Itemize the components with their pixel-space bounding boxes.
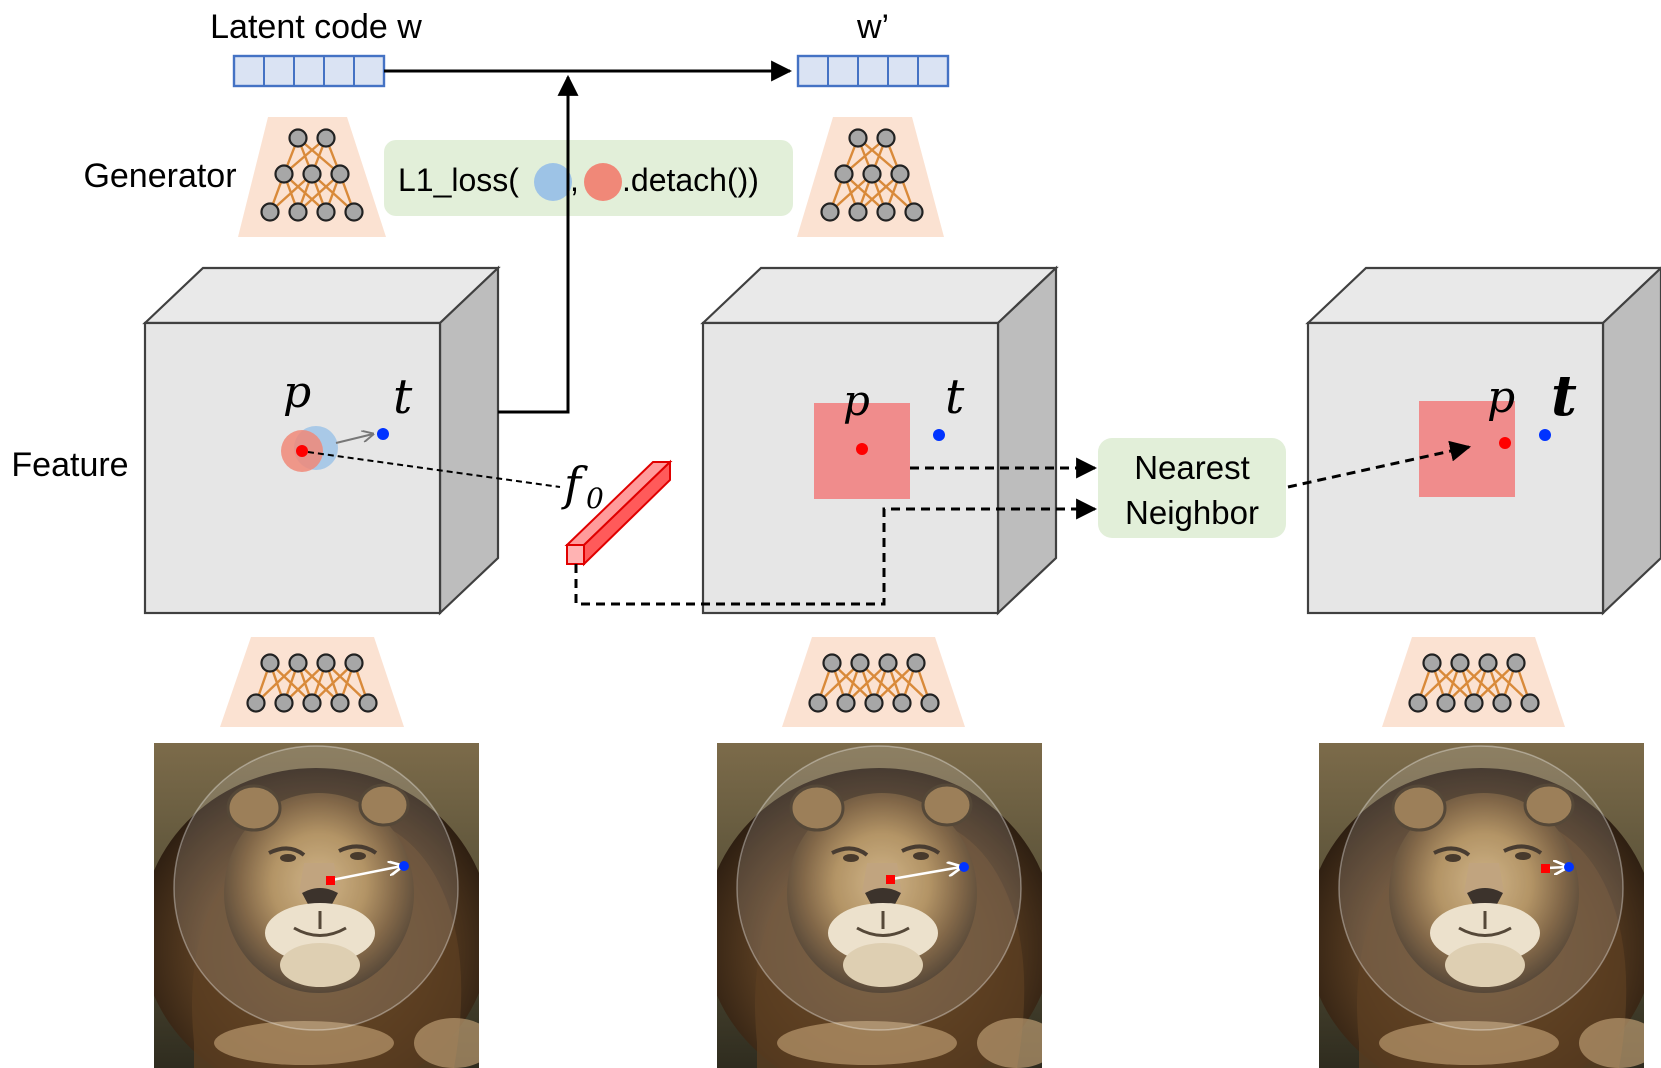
lion-photo-1 <box>154 743 479 1068</box>
f0-subscript: 0 <box>586 482 604 515</box>
target-point-t1 <box>377 428 389 440</box>
motion-arrow-1 <box>335 434 373 444</box>
target-point-t3 <box>1539 429 1551 441</box>
generator-network-icon-2 <box>797 117 944 237</box>
loss-red-circle-icon <box>584 163 622 201</box>
f0-feature-vector <box>564 459 673 567</box>
nn-to-updated-point-arrow <box>1287 440 1472 489</box>
feature-label: Feature <box>11 446 128 484</box>
lion-target-point-1 <box>399 861 409 871</box>
loss-comma: , <box>570 162 579 198</box>
loss-suffix: .detach()) <box>622 162 759 198</box>
lion-handle-point-1 <box>326 876 335 885</box>
latent-code-label: Latent code w <box>210 8 422 46</box>
generator-label: Generator <box>83 157 236 195</box>
generator-network-icon <box>238 117 386 237</box>
neighbor-label: Neighbor <box>1125 494 1259 531</box>
nearest-neighbor-box: Nearest Neighbor <box>1098 438 1286 538</box>
feature-cube-1 <box>142 265 501 616</box>
loss-prefix: L1_loss( <box>398 162 519 198</box>
feature-network-icon-2 <box>782 637 965 727</box>
updated-latent-vector-icon <box>796 54 950 88</box>
drag-arrow-1 <box>331 866 402 882</box>
lion-handle-point-3 <box>1541 864 1550 873</box>
lion-handle-point-2 <box>886 875 895 884</box>
lion-photo-3 <box>1319 743 1644 1068</box>
lion-target-point-2 <box>959 862 969 872</box>
p-label-3: p <box>1487 372 1515 423</box>
lion-target-point-3 <box>1564 862 1574 872</box>
loss-blue-circle-icon <box>534 163 572 201</box>
loss-box: L1_loss( , .detach()) <box>384 140 793 216</box>
lion-photo-2 <box>717 743 1042 1068</box>
f0-to-nn-arrow <box>574 498 1098 606</box>
p-label-1: p <box>283 367 311 418</box>
p-label-2: p <box>843 376 870 425</box>
t-label-2: t <box>945 369 965 425</box>
f0-label: f <box>561 457 588 511</box>
handle-point-p3 <box>1499 437 1511 449</box>
feature-cube-3 <box>1305 266 1661 616</box>
feature-sample-line <box>307 451 561 488</box>
drag-arrow-2 <box>891 867 961 881</box>
t-label-3: t <box>1551 363 1577 429</box>
loss-feedback-line <box>498 74 579 414</box>
target-point-t2 <box>933 429 945 441</box>
latent-vector-icon <box>232 54 386 88</box>
feature-network-icon-1 <box>220 637 404 727</box>
nearest-label: Nearest <box>1134 449 1250 486</box>
handle-point-p2 <box>856 443 868 455</box>
w-prime-label: w’ <box>856 8 889 46</box>
handle-point-p1 <box>296 445 308 457</box>
t-label-1: t <box>393 369 413 425</box>
feature-network-icon-3 <box>1382 637 1565 727</box>
drag-arrow-3 <box>1546 867 1567 868</box>
